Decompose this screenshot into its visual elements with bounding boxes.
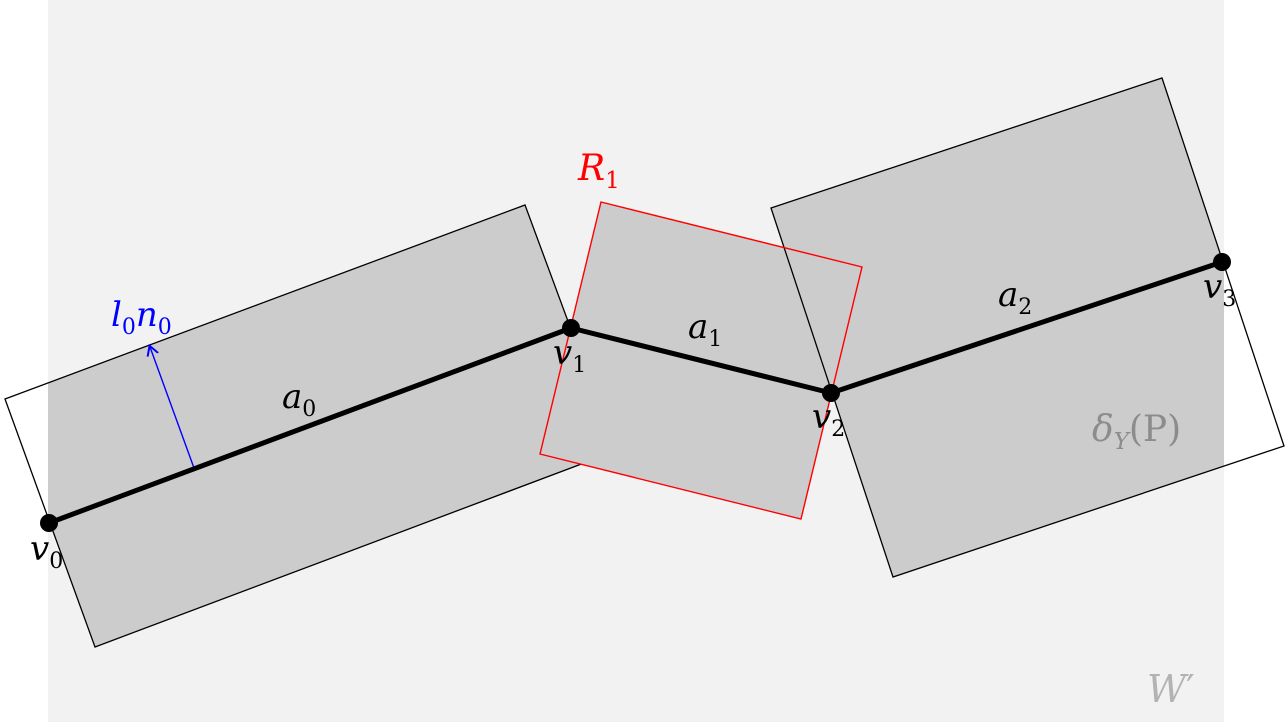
edge-label-a0: a0 <box>282 377 316 422</box>
normal-arrow <box>150 347 195 469</box>
region-a0 <box>48 205 616 647</box>
vertex-label-v3: v3 <box>1203 267 1236 312</box>
vertex-v3 <box>1213 253 1231 271</box>
normal-label: l0n0 <box>111 295 172 340</box>
vertex-v1 <box>562 319 580 337</box>
region-r1-outline <box>539 201 863 520</box>
vertex-label-v2: v2 <box>812 397 845 442</box>
vertex-label-v0: v0 <box>30 529 63 574</box>
vertex-v2 <box>822 384 840 402</box>
edge-label-a2: a2 <box>998 275 1032 320</box>
vertex-v0 <box>40 514 58 532</box>
workspace-label: W′ <box>1147 667 1195 711</box>
region-r1-label: R1 <box>577 148 620 194</box>
region-a2-outline <box>770 77 1285 578</box>
delta-label: δY(P) <box>1092 409 1181 455</box>
region-a2 <box>771 78 1224 577</box>
edge-label-a1: a1 <box>688 307 722 352</box>
vertex-label-v1: v1 <box>553 333 586 378</box>
path-polyline <box>48 259 1223 526</box>
